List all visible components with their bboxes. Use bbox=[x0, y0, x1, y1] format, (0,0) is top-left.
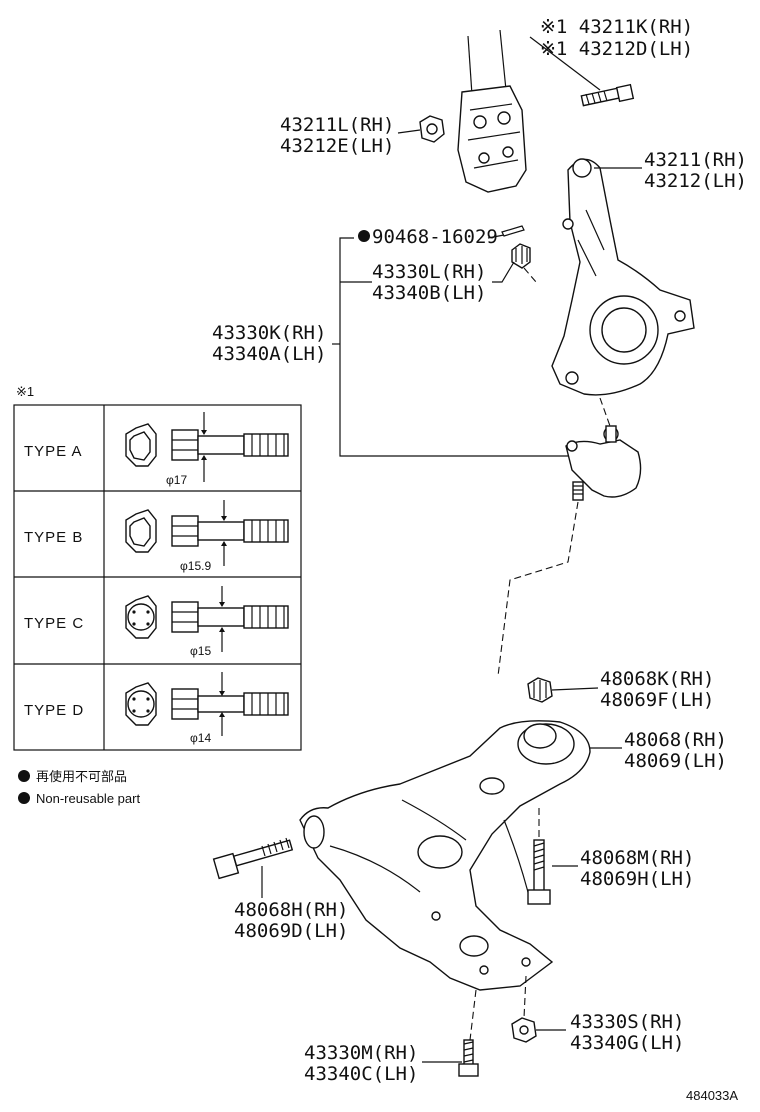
type-c-label: TYPE C bbox=[24, 615, 84, 632]
legend-en: Non-reusable part bbox=[36, 791, 140, 806]
table-marker: ※1 bbox=[16, 384, 34, 399]
type-a-bolt-drawing bbox=[125, 412, 289, 482]
type-a-label: TYPE A bbox=[24, 443, 83, 460]
cotter-pin bbox=[501, 225, 525, 237]
label-h-bolt-lh: 48069D(LH) bbox=[234, 920, 348, 942]
label-arm-bolt-rh: 48068M(RH) bbox=[580, 847, 694, 869]
type-d-label: TYPE D bbox=[24, 702, 84, 719]
label-nut-lh: 43212E(LH) bbox=[280, 135, 394, 157]
label-arm-lh: 48069(LH) bbox=[624, 750, 727, 772]
label-h-bolt-rh: 48068H(RH) bbox=[234, 899, 348, 921]
label-castle-nut-rh: 43330L(RH) bbox=[372, 261, 486, 283]
label-nut-rh: 43211L(RH) bbox=[280, 114, 394, 136]
legend-dot-en bbox=[18, 792, 30, 804]
label-ball-joint-rh: 43330K(RH) bbox=[212, 322, 326, 344]
label-lower-bolt-rh: 43330M(RH) bbox=[304, 1042, 418, 1064]
legend: 再使用不可部品 Non-reusable part bbox=[18, 769, 140, 806]
type-c-bolt-drawing bbox=[125, 586, 289, 652]
strut-bracket bbox=[457, 29, 527, 193]
leader-lines bbox=[261, 36, 642, 1063]
bracket-bolt bbox=[580, 83, 635, 107]
label-castle-nut-lh: 43340B(LH) bbox=[372, 282, 486, 304]
legend-jp: 再使用不可部品 bbox=[36, 769, 127, 784]
label-arm-nut-rh: 48068K(RH) bbox=[600, 668, 714, 690]
type-a-diameter: φ17 bbox=[166, 473, 187, 487]
castle-nut bbox=[511, 243, 531, 269]
label-bolt-rh: ※1 43211K(RH) bbox=[540, 16, 693, 38]
label-cotter-pin: 90468-16029 bbox=[372, 226, 498, 248]
label-lower-nut-rh: 43330S(RH) bbox=[570, 1011, 684, 1033]
type-b-label: TYPE B bbox=[24, 529, 83, 546]
label-knuckle-lh: 43212(LH) bbox=[644, 170, 747, 192]
type-c-diameter: φ15 bbox=[190, 644, 211, 658]
label-knuckle-rh: 43211(RH) bbox=[644, 149, 747, 171]
label-arm-rh: 48068(RH) bbox=[624, 729, 727, 751]
non-reusable-dot bbox=[358, 230, 370, 242]
type-b-bolt-drawing bbox=[125, 500, 289, 566]
ball-joint bbox=[565, 425, 642, 501]
lower-arm bbox=[299, 720, 591, 991]
arm-vertical-bolt bbox=[527, 839, 551, 905]
label-lower-nut-lh: 43340G(LH) bbox=[570, 1032, 684, 1054]
hub-bolt-type-table: ※1 TYPE A TYPE B TYPE C TYPE D φ17 bbox=[13, 384, 302, 751]
legend-dot-jp bbox=[18, 770, 30, 782]
lower-bolt bbox=[458, 1039, 479, 1077]
arm-horizontal-bolt bbox=[212, 837, 294, 880]
label-ball-joint-lh: 43340A(LH) bbox=[212, 343, 326, 365]
type-d-bolt-drawing bbox=[125, 672, 289, 736]
label-lower-bolt-lh: 43340C(LH) bbox=[304, 1063, 418, 1085]
bracket-nut bbox=[419, 115, 445, 143]
label-bolt-lh: ※1 43212D(LH) bbox=[540, 38, 693, 60]
lower-nut bbox=[511, 1017, 537, 1043]
label-arm-nut-lh: 48069F(LH) bbox=[600, 689, 714, 711]
type-b-diameter: φ15.9 bbox=[180, 559, 211, 573]
type-d-diameter: φ14 bbox=[190, 731, 211, 745]
label-arm-bolt-lh: 48069H(LH) bbox=[580, 868, 694, 890]
arm-nut bbox=[527, 677, 553, 703]
steering-knuckle bbox=[551, 158, 695, 396]
figure-number: 484033A bbox=[686, 1088, 738, 1103]
part-labels: ※1 43211K(RH) ※1 43212D(LH) 43211L(RH) 4… bbox=[212, 16, 747, 1085]
